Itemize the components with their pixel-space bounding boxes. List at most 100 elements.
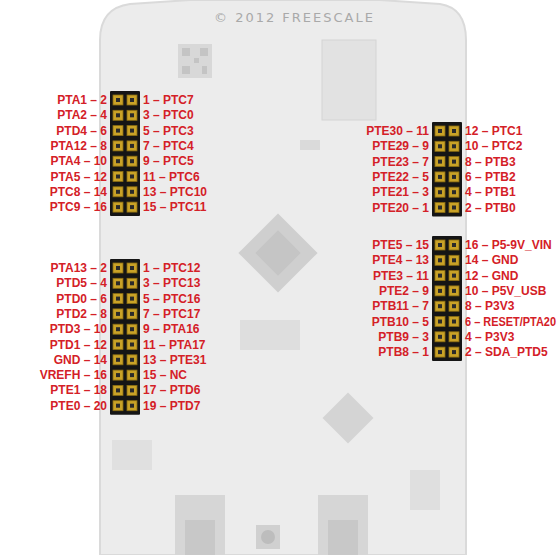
header-pin (449, 141, 459, 151)
pin-label: PTE30 – 11 (366, 124, 429, 138)
pin-label: PTA13 – 2 (51, 261, 107, 275)
header-pin (435, 203, 445, 213)
header-pin (127, 340, 137, 350)
pin-label: 10 – PTC2 (465, 139, 522, 153)
header-pin (127, 370, 137, 380)
pin-label: 4 – P3V3 (465, 330, 514, 344)
pin-label: 9 – PTA16 (143, 322, 199, 336)
header-pin (449, 203, 459, 213)
header-pin (449, 347, 459, 357)
pin-label: PTE2 – 9 (379, 284, 429, 298)
header-pin (113, 126, 123, 136)
pin-label: 14 – GND (465, 253, 518, 267)
header-body (110, 259, 140, 415)
header-pin (449, 240, 459, 250)
pin-label: PTB8 – 1 (378, 345, 429, 359)
header-pin (113, 370, 123, 380)
pin-label: 4 – PTB1 (465, 185, 516, 199)
header-pin (127, 156, 137, 166)
header-pin (435, 240, 445, 250)
header-pin (113, 202, 123, 212)
pin-label: 15 – NC (143, 368, 187, 382)
header-pin (127, 202, 137, 212)
header-body (110, 91, 140, 216)
pin-label: PTA4 – 10 (51, 154, 107, 168)
header-pin (449, 172, 459, 182)
header-pin (113, 263, 123, 273)
header-pin (113, 187, 123, 197)
header-pin (127, 126, 137, 136)
pin-label: 9 – PTC5 (143, 154, 194, 168)
pin-label: 13 – PTE31 (143, 353, 206, 367)
pin-label: PTB9 – 3 (378, 330, 429, 344)
header-pin (127, 278, 137, 288)
header-pin (127, 110, 137, 120)
pin-label: 15 – PTC11 (143, 200, 206, 214)
silkscreen-text: © 2012 FREESCALE (214, 10, 375, 25)
pin-label: VREFH – 16 (40, 368, 107, 382)
pin-label: 8 – P3V3 (465, 299, 514, 313)
pin-label: 5 – PTC16 (143, 292, 200, 306)
header-pin (127, 263, 137, 273)
pin-label: PTA1 – 2 (57, 93, 107, 107)
header-pin (449, 271, 459, 281)
pin-label: 8 – PTB3 (465, 155, 516, 169)
header-pin (127, 187, 137, 197)
header-pin (127, 172, 137, 182)
pin-label: PTE29 – 9 (372, 139, 429, 153)
header-pin (127, 294, 137, 304)
pin-label: PTE22 – 5 (372, 170, 429, 184)
header-pin (449, 317, 459, 327)
header-pin (127, 385, 137, 395)
pin-label: PTC9 – 16 (50, 200, 107, 214)
header-pin (113, 340, 123, 350)
header-pin (435, 332, 445, 342)
pin-label: PTB11 – 7 (372, 299, 429, 313)
pin-label: PTA5 – 12 (51, 170, 107, 184)
header-pin (127, 324, 137, 334)
header-pin (449, 332, 459, 342)
pin-label: 11 – PTA17 (143, 338, 205, 352)
pin-label: PTD3 – 10 (50, 322, 107, 336)
header-pin (113, 401, 123, 411)
pin-label: PTD4 – 6 (56, 124, 107, 138)
header-pin (113, 141, 123, 151)
pin-label: 12 – GND (465, 269, 518, 283)
pin-label: PTB10 – 5 (372, 315, 429, 329)
pin-label: PTE21 – 3 (372, 185, 429, 199)
header-pin (127, 309, 137, 319)
pin-label: PTE0 – 20 (50, 399, 107, 413)
header-pin (113, 172, 123, 182)
pin-label: GND – 14 (54, 353, 107, 367)
pin-label: PTD2 – 8 (56, 307, 107, 321)
header-pin (449, 126, 459, 136)
header-pin (435, 347, 445, 357)
pin-label: PTD1 – 12 (50, 338, 107, 352)
header-pin (449, 255, 459, 265)
header-pin (113, 294, 123, 304)
header-pin (435, 255, 445, 265)
pin-label: PTE1 – 18 (50, 383, 107, 397)
header-pin (435, 286, 445, 296)
pin-label: PTE20 – 1 (372, 201, 429, 215)
pin-label: 10 – P5V_USB (465, 284, 546, 298)
header-body (432, 122, 462, 217)
pin-label: 19 – PTD7 (143, 399, 200, 413)
pin-label: 3 – PTC0 (143, 108, 194, 122)
header-pin (449, 157, 459, 167)
header-pin (113, 385, 123, 395)
header-pin (113, 156, 123, 166)
header-pin (435, 157, 445, 167)
pin-label: 17 – PTD6 (143, 383, 200, 397)
pin-label: PTE5 – 15 (372, 238, 429, 252)
header-pin (449, 187, 459, 197)
header-pin (435, 301, 445, 311)
header-pin (435, 271, 445, 281)
pin-label: 7 – PTC17 (143, 307, 200, 321)
header-pin (113, 324, 123, 334)
header-pin (113, 110, 123, 120)
header-pin (449, 301, 459, 311)
header-pin (113, 309, 123, 319)
header-pin (113, 95, 123, 105)
